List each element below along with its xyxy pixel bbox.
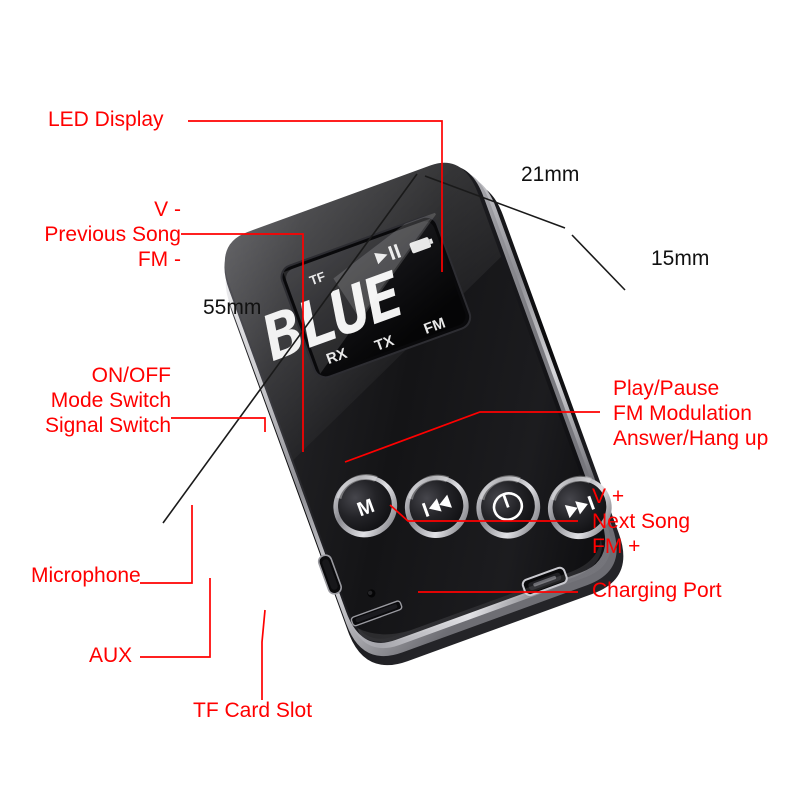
next-track-glyph xyxy=(564,495,595,519)
usb-charging-port-art xyxy=(521,566,568,597)
callout-leader-lines xyxy=(140,120,600,700)
callout-aux: AUX xyxy=(89,644,133,667)
dimension-label-15mm: 15mm xyxy=(651,247,710,270)
callout-microphone: Microphone xyxy=(31,564,141,587)
callout-volume-down: V - Previous Song FM - xyxy=(44,198,181,271)
mode-button-glyph: M xyxy=(354,495,377,521)
dimension-line-55mm xyxy=(162,173,418,524)
leader-volume-down xyxy=(181,233,304,452)
screen-label-tx: TX xyxy=(372,332,396,355)
screen-label-rx: RX xyxy=(324,345,349,368)
mode-button-art[interactable]: M xyxy=(324,465,406,546)
leader-mode-switch xyxy=(171,417,266,432)
callout-play-pause: Play/Pause FM Modulation Answer/Hang up xyxy=(613,377,769,450)
callout-charging-port: Charging Port xyxy=(592,579,722,602)
play-pause-button-art[interactable] xyxy=(467,467,549,548)
screen-indicator-tf: TF xyxy=(307,269,327,289)
previous-track-glyph xyxy=(421,494,452,517)
callout-volume-up: V + Next Song FM + xyxy=(592,485,691,558)
leader-tf-card xyxy=(261,609,266,700)
dimension-line-21mm xyxy=(424,175,566,229)
callout-led-display: LED Display xyxy=(48,108,164,131)
previous-track-button-art[interactable] xyxy=(396,466,478,547)
leader-volume-up xyxy=(389,504,578,522)
screen-label-fm: FM xyxy=(422,314,448,337)
screen-battery-icon xyxy=(409,237,434,254)
tf-card-slot-art xyxy=(350,600,403,627)
led-display-window: BLUE TF RX TX FM xyxy=(259,211,472,379)
leader-microphone xyxy=(140,505,193,584)
aux-jack-art xyxy=(317,554,343,595)
leader-led-display xyxy=(188,120,443,272)
dimension-label-21mm: 21mm xyxy=(521,163,580,186)
next-track-button-art[interactable] xyxy=(539,467,621,548)
screen-play-pause-icon xyxy=(374,243,402,265)
callout-tf-card-slot: TF Card Slot xyxy=(193,699,313,722)
callout-mode-switch: ON/OFF Mode Switch Signal Switch xyxy=(44,364,171,437)
dimension-line-15mm xyxy=(571,234,626,291)
leader-aux xyxy=(140,578,211,658)
leader-play-pause xyxy=(344,411,600,463)
dimension-label-55mm: 55mm xyxy=(203,296,262,319)
device-body: BLUE TF RX TX FM xyxy=(224,162,624,666)
dimension-lines xyxy=(162,173,626,524)
